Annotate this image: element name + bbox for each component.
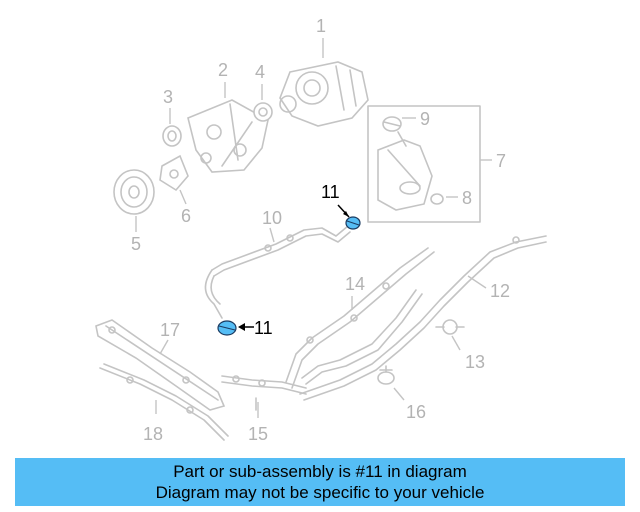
part-10-hose — [204, 225, 351, 319]
parts-diagram: 1 2 3 4 5 6 7 — [95, 16, 547, 444]
callout-10: 10 — [262, 208, 282, 228]
info-banner: Part or sub-assembly is #11 in diagram D… — [15, 458, 625, 506]
part-8-grommet — [430, 193, 444, 205]
callout-5: 5 — [131, 234, 141, 254]
callout-9: 9 — [420, 109, 430, 129]
part-3-bushing — [162, 125, 182, 147]
part-5-pulley — [113, 169, 155, 215]
part-18-rail — [99, 363, 229, 441]
callout-7: 7 — [496, 151, 506, 171]
part-1-pump — [279, 61, 369, 127]
callout-14: 14 — [345, 274, 365, 294]
callout-8: 8 — [462, 188, 472, 208]
part-11-clamp-upper — [345, 216, 361, 230]
callout-4: 4 — [255, 62, 265, 82]
part-11-clamp-lower — [217, 320, 237, 336]
callout-2: 2 — [218, 60, 228, 80]
part-4-bushing — [253, 102, 273, 122]
part-2-bracket — [187, 99, 269, 173]
callout-11-upper: 11 — [321, 182, 340, 202]
callout-16: 16 — [406, 402, 426, 422]
callout-3: 3 — [163, 87, 173, 107]
callout-13: 13 — [465, 352, 485, 372]
callout-18: 18 — [143, 424, 163, 444]
part-9-cap — [382, 116, 402, 132]
part-14-cooler-lines — [285, 247, 435, 389]
callout-17: 17 — [160, 320, 180, 340]
callout-1: 1 — [316, 16, 326, 36]
callout-6: 6 — [181, 206, 191, 226]
part-7-reservoir-assembly — [367, 105, 481, 223]
part-12-pressure-line — [299, 235, 547, 401]
part-13-sensor — [435, 319, 465, 335]
part-16-valve — [377, 365, 395, 385]
banner-line-1: Part or sub-assembly is #11 in diagram — [173, 462, 467, 481]
banner-line-2: Diagram may not be specific to your vehi… — [155, 483, 485, 502]
part-6-gasket — [159, 154, 189, 192]
callout-15: 15 — [248, 424, 268, 444]
part-15-lower-hose — [221, 375, 307, 411]
callout-11-lower: 11 — [254, 318, 273, 338]
callout-12: 12 — [490, 281, 510, 301]
part-17-heat-shield — [95, 319, 226, 411]
